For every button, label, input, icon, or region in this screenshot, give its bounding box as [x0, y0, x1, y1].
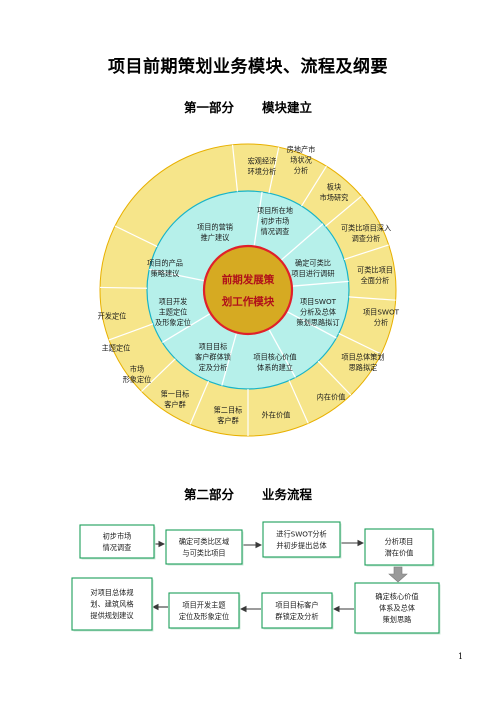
- outer-segment-label: 板块市场研究: [320, 182, 349, 202]
- flow-box-label: 分析项目潜在价值: [385, 537, 414, 558]
- inner-segment-label: 项目的营销推广建议: [197, 222, 233, 242]
- outer-divider: [114, 225, 158, 248]
- outer-divider: [324, 195, 362, 227]
- flow-box-b8: 确定核心价值体系及总体策划思路: [354, 582, 441, 635]
- inner-divider: [149, 268, 206, 282]
- flow-box-b6: 项目开发主题定位及形象定位: [168, 592, 241, 630]
- flow-box-frame: [354, 582, 440, 634]
- flow-box-b1: 初步市场情况调查: [79, 524, 156, 560]
- flow-box-label: 确定核心价值体系及总体策划思路: [375, 592, 418, 624]
- inner-segment-label: 项目目标客户群体锁定及分析: [195, 342, 231, 372]
- flow-box-b7: 项目目标客户群锁定及分析: [261, 592, 334, 630]
- flow-box-frame: [165, 529, 243, 565]
- flow-box-frame: [261, 592, 333, 629]
- outer-segment-label: 第二目标客户群: [214, 405, 243, 425]
- inner-divider: [291, 280, 349, 287]
- flow-box-label: 初步市场情况调查: [103, 531, 132, 552]
- outer-segment-label: 项目总体策划思路拟定: [341, 352, 384, 372]
- inner-divider: [286, 310, 337, 339]
- outer-divider: [338, 332, 382, 355]
- outer-segment-label: 内在价值: [317, 393, 346, 402]
- inner-segment-label: 项目开发主题定位及形象定位: [155, 297, 191, 327]
- flow-box-frame: [364, 528, 434, 566]
- outer-segment-label: 宏观经济环境分析: [248, 156, 277, 176]
- flow-box-frame: [168, 592, 240, 629]
- outer-segment-label: 开发定位: [98, 312, 127, 321]
- inner-divider: [253, 191, 263, 247]
- inner-segment-label: 确定可类比项目进行调研: [291, 258, 334, 278]
- outer-segment-label: 第一目标客户群: [161, 389, 190, 409]
- inner-divider: [268, 328, 296, 378]
- document-title: 项目前期策划业务模块、流程及纲要: [108, 57, 388, 77]
- outer-segment-label: 外在价值: [262, 411, 291, 420]
- flow-box-b2: 确定可类比区域与可类比项目: [165, 529, 244, 566]
- flow-box-label: 项目目标客户群锁定及分析: [275, 600, 318, 621]
- flow-box-frame: [262, 521, 341, 558]
- center-label: 前期发展策划工作模块: [222, 273, 275, 308]
- inner-divider: [280, 223, 324, 262]
- flow-box-frame: [71, 577, 153, 631]
- inner-divider: [221, 332, 238, 386]
- outer-divider: [317, 360, 352, 396]
- outer-segment-label: 房地产市场状况分析: [287, 145, 316, 175]
- outer-segment-label: 主题定位: [102, 344, 131, 353]
- inner-segment-label: 项目所在地初步市场情况调查: [257, 206, 293, 236]
- section-label: 第二部分: [183, 487, 234, 502]
- outer-divider: [100, 286, 148, 289]
- outer-segment-label: 可类比项目深入调查分析: [341, 223, 391, 243]
- outer-divider: [231, 144, 239, 192]
- outer-divider: [108, 323, 154, 341]
- outer-divider: [189, 380, 210, 425]
- section-title: 业务流程: [262, 487, 313, 502]
- flow-box-b3: 进行SWOT分析并初步提出总体: [262, 521, 342, 559]
- outer-divider: [348, 296, 396, 301]
- flow-box-b4: 分析项目潜在价值: [364, 528, 435, 567]
- flow-box-label: 进行SWOT分析并初步提出总体: [276, 529, 326, 550]
- section-heading-part1: 第一部分 模块建立: [0, 97, 496, 116]
- outer-divider: [141, 358, 176, 392]
- section-label: 第一部分: [183, 100, 234, 115]
- outer-divider: [301, 165, 327, 207]
- flow-box-b5: 对项目总体规划、建筑风格提供规划建议: [71, 577, 154, 632]
- outer-segment-label: 可类比项目全面分析: [357, 265, 393, 285]
- inner-segment-label: 项目核心价值体系的建立: [253, 352, 296, 372]
- section-heading-part2: 第二部分 业务流程: [0, 484, 496, 503]
- outer-segment-label: 市场形象定位: [123, 364, 152, 384]
- outer-divider: [288, 380, 309, 424]
- outer-divider: [268, 147, 280, 194]
- flow-box-frame: [79, 524, 155, 559]
- flow-box-label: 确定可类比区域与可类比项目: [179, 537, 229, 558]
- flow-arrow-down: [388, 566, 408, 583]
- outer-divider: [343, 244, 389, 260]
- flow-box-label: 项目开发主题定位及形象定位: [179, 600, 229, 621]
- center-circle: [202, 244, 294, 336]
- section-title: 模块建立: [262, 100, 313, 115]
- inner-divider: [162, 312, 212, 344]
- page-number: 1: [458, 652, 464, 661]
- inner-segment-label: 项目的产品策略建议: [147, 258, 183, 278]
- flow-box-label: 对项目总体规划、建筑风格提供规划建议: [90, 588, 134, 620]
